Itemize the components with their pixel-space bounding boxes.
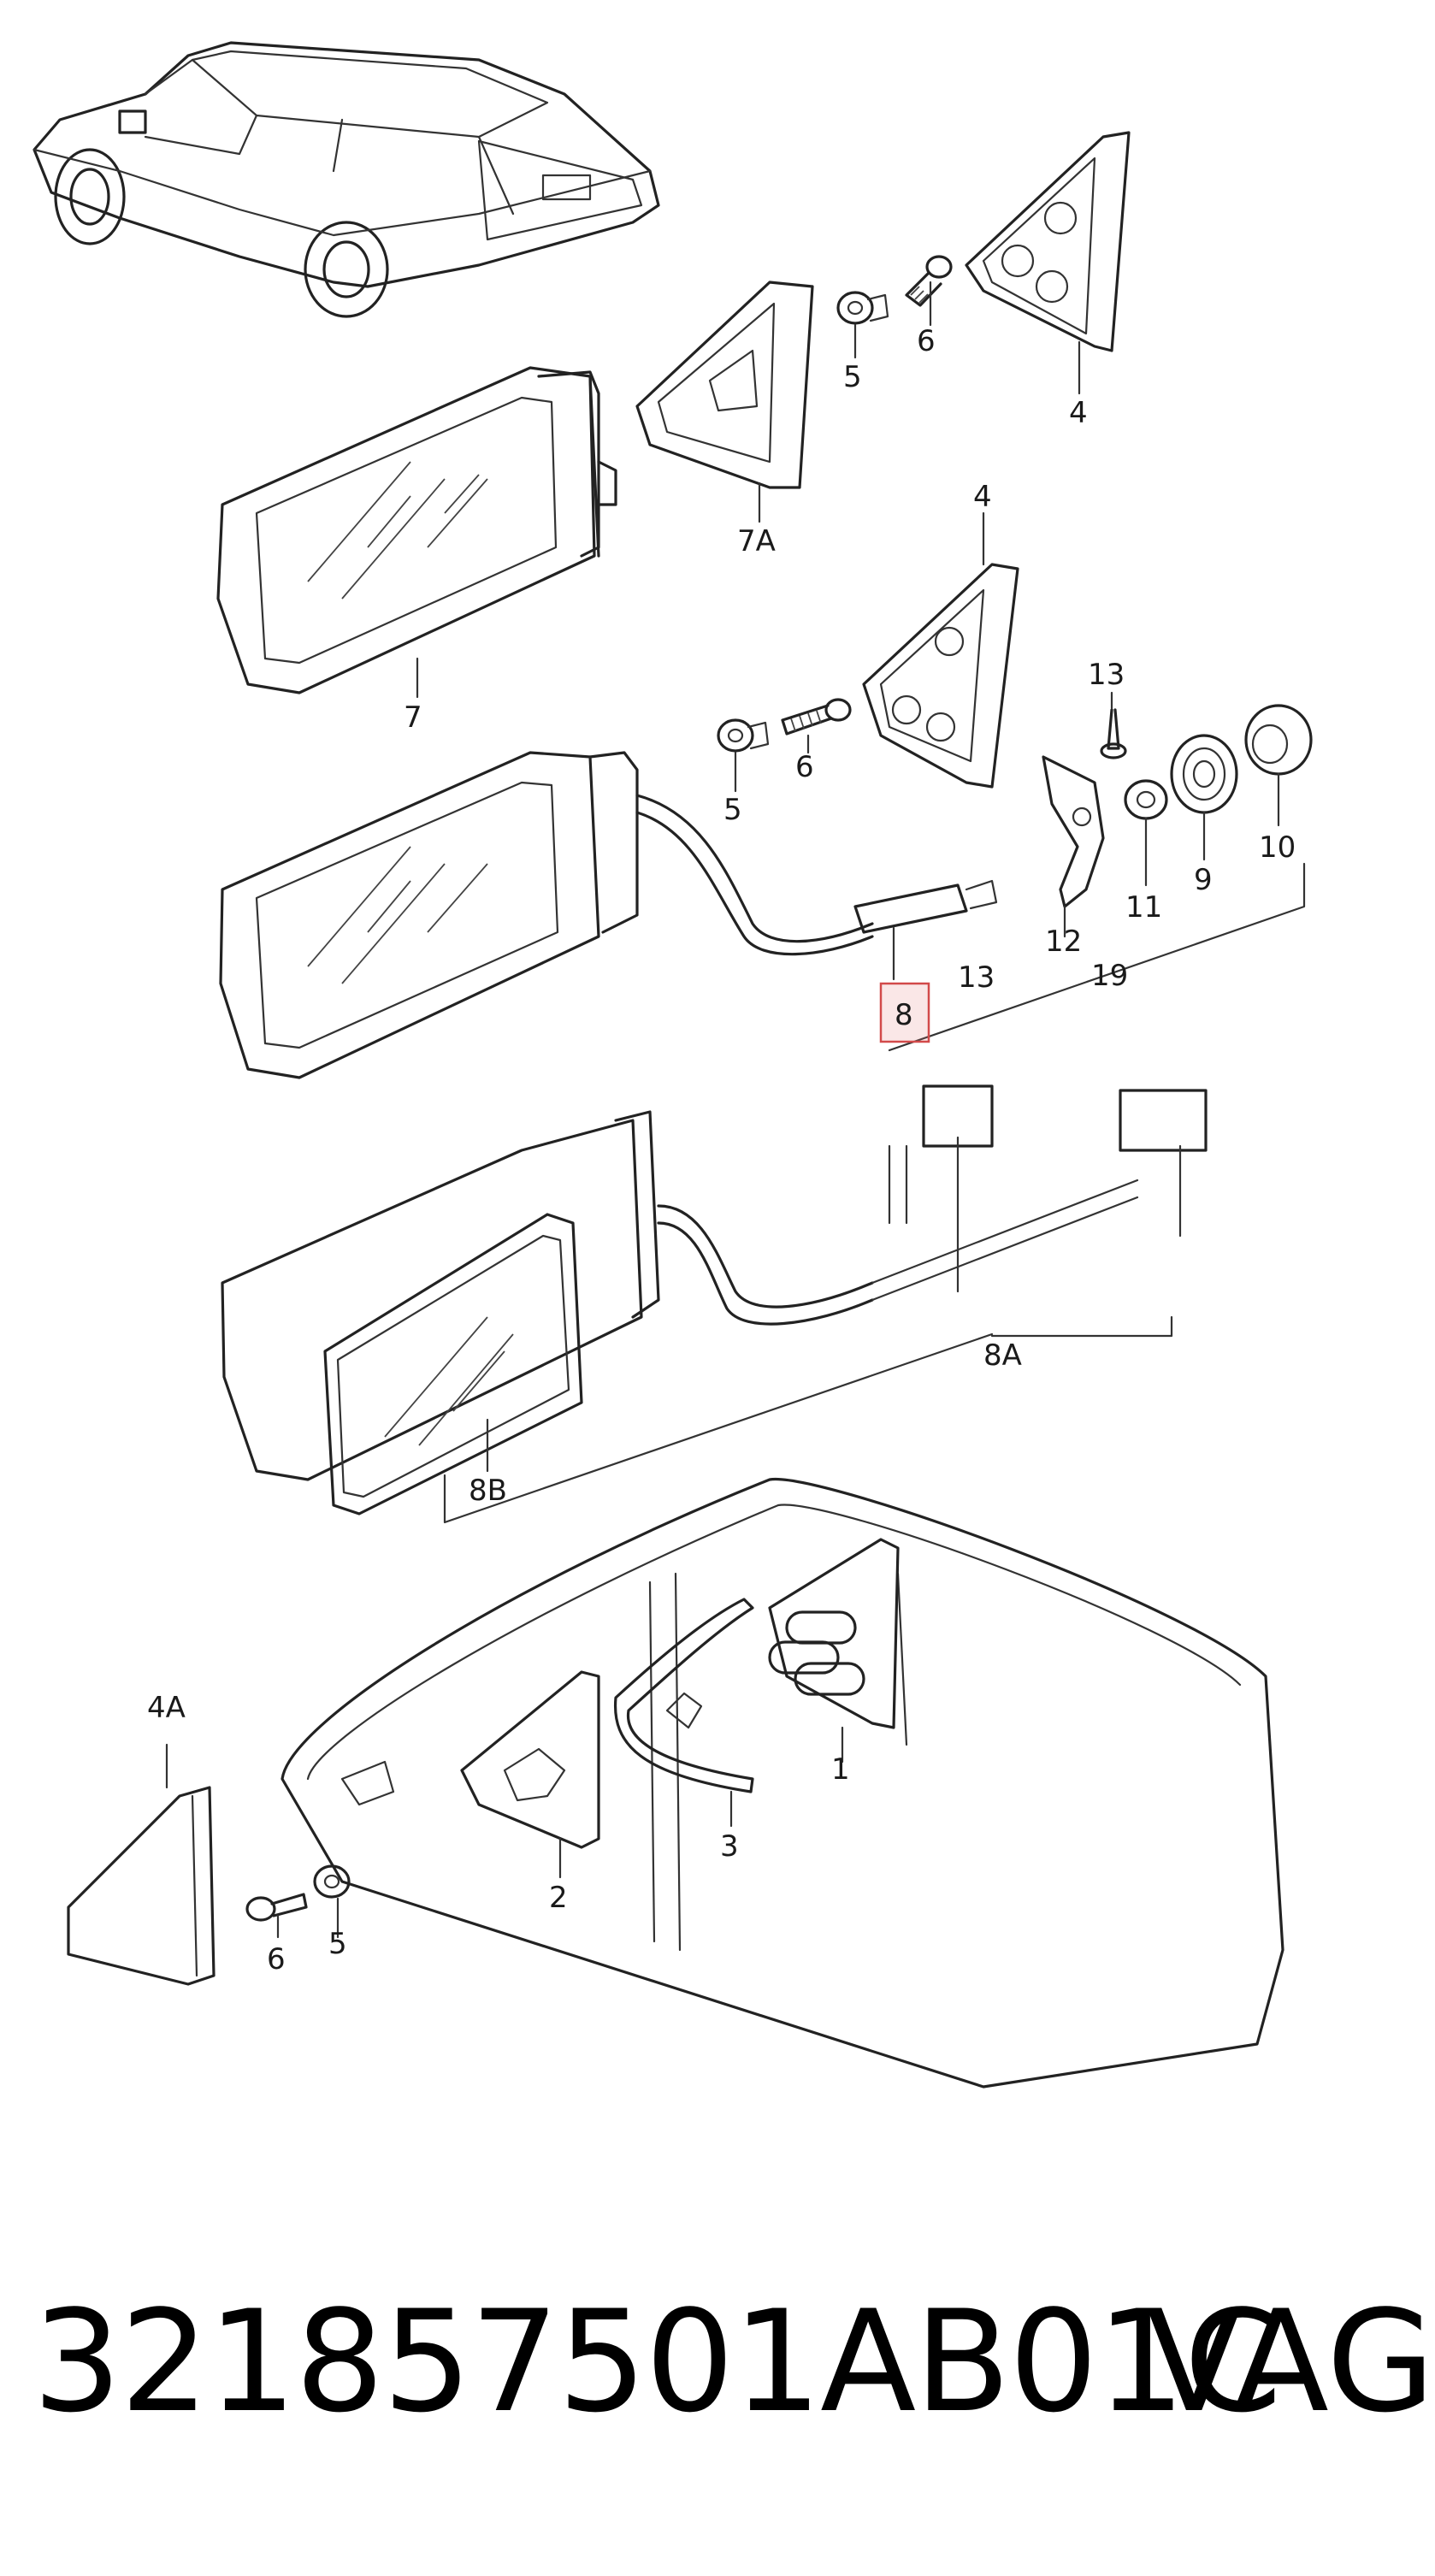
part-labels: 5 6 4 7A 7 4 13 5 6 11 9 10 12 8 13 19 8… [147, 324, 1296, 1976]
part-6-screw-low [245, 1893, 308, 1922]
label-6-low: 6 [267, 1942, 286, 1976]
brand-name: VAG [1146, 2280, 1435, 2443]
part-10-grommet [1244, 704, 1313, 776]
door-frame [281, 1477, 1284, 2089]
part-4A-cover [67, 1786, 216, 1986]
label-6-mid: 6 [795, 750, 814, 784]
label-6-top: 6 [917, 324, 936, 358]
label-2: 2 [549, 1881, 568, 1915]
label-8: 8 [895, 998, 913, 1032]
part-13-screw [1100, 708, 1127, 759]
label-19: 19 [1091, 959, 1128, 993]
label-9: 9 [1194, 863, 1213, 897]
part-8-highlight [879, 982, 930, 1043]
label-8A: 8A [983, 1338, 1022, 1373]
part-1-mount [768, 1538, 900, 1729]
label-4A: 4A [147, 1691, 186, 1725]
label-7A: 7A [737, 524, 776, 558]
car-illustration [32, 41, 660, 318]
part-number: 321857501AB01C [32, 2280, 1282, 2443]
label-13-top: 13 [1088, 658, 1125, 692]
part-7-mirror-manual [216, 366, 617, 694]
label-3: 3 [720, 1829, 739, 1864]
part-6-screw-top [905, 255, 953, 307]
exploded-parts-diagram: 5 6 4 7A 7 4 13 5 6 11 9 10 12 8 13 19 8… [32, 41, 1313, 2089]
part-5-clip-low [313, 1864, 351, 1899]
leader-lines [165, 281, 1306, 1939]
label-11: 11 [1125, 890, 1162, 925]
label-7: 7 [404, 700, 422, 735]
label-1: 1 [831, 1752, 850, 1787]
part-6-screw-mid [781, 698, 852, 736]
part-7A-cover [635, 281, 814, 489]
part-9-grommet [1170, 734, 1238, 814]
label-8B: 8B [469, 1474, 507, 1508]
label-12: 12 [1045, 925, 1082, 959]
label-4-mid: 4 [973, 480, 992, 514]
part-4-trim-top [965, 131, 1131, 352]
label-5-top: 5 [843, 360, 862, 394]
label-5-mid: 5 [723, 793, 742, 827]
part-11-nut [1124, 779, 1168, 820]
part-12-bracket [1042, 755, 1105, 908]
label-10: 10 [1259, 830, 1296, 865]
label-5-low: 5 [328, 1927, 347, 1961]
part-4-trim-mid [862, 563, 1019, 789]
label-13-bottom: 13 [958, 960, 995, 995]
label-4-top: 4 [1069, 396, 1088, 430]
part-5-clip-mid [717, 718, 770, 753]
part-8B-mirror-glass [323, 1213, 583, 1515]
part-3-seal [613, 1598, 754, 1793]
part-5-clip-top [836, 291, 889, 325]
part-8-mirror-electric [219, 751, 998, 1079]
part-2-panel [340, 1670, 600, 1849]
part-8A-mirror-heated [221, 1084, 1208, 1481]
footer: 321857501AB01C VAG [0, 2292, 1435, 2480]
